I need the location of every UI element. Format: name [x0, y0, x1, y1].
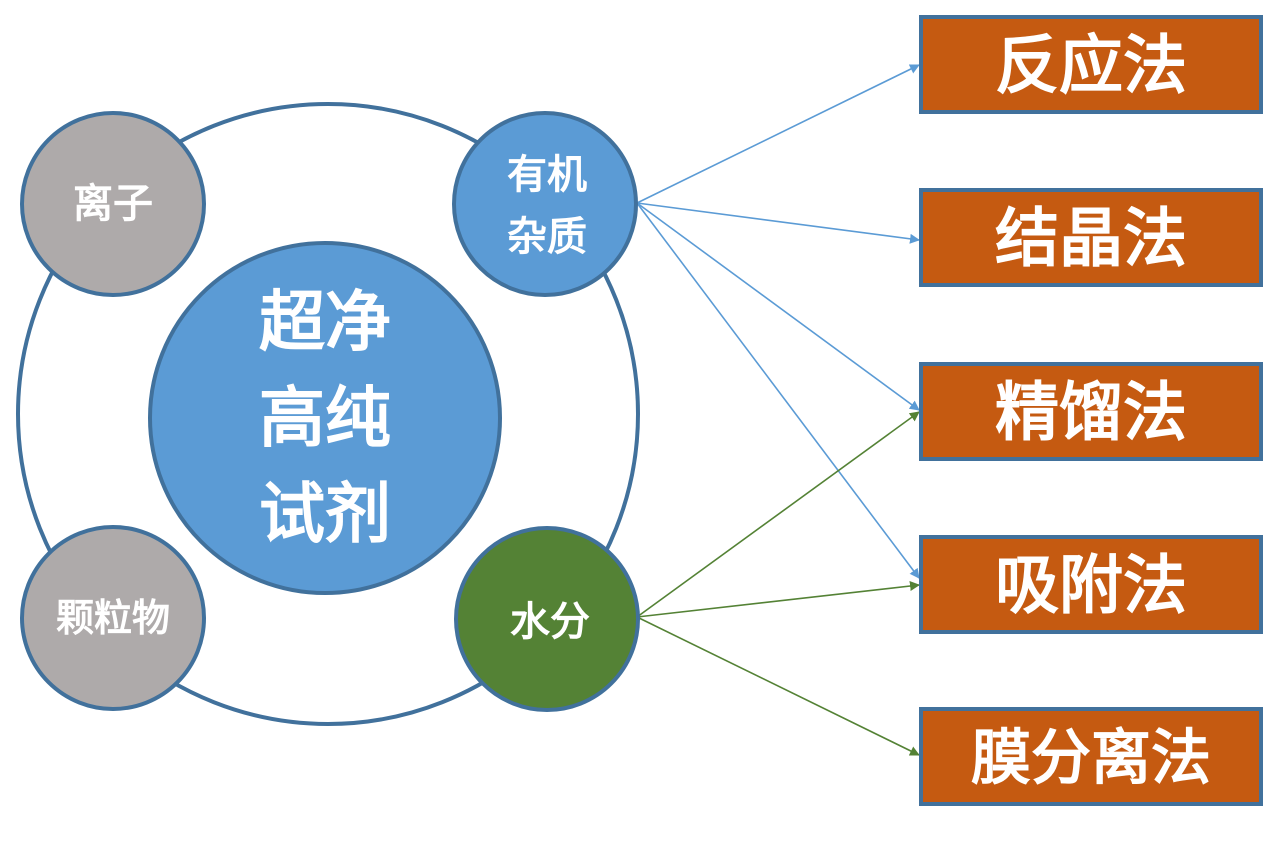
center-line-3: 试剂	[259, 476, 391, 553]
method-box-bg	[919, 535, 1263, 634]
method-box-bg	[919, 188, 1263, 287]
ions-node: 离子	[20, 111, 206, 297]
method-box: 反应法	[919, 15, 1263, 114]
method-box: 膜分离法	[919, 707, 1263, 806]
method-box-bg	[919, 707, 1263, 806]
method-box: 精馏法	[919, 362, 1263, 461]
center-line-2: 高纯	[259, 380, 391, 457]
water-label: 水分	[510, 599, 590, 645]
center-line-1: 超净	[259, 284, 391, 361]
arrow-water-to-method	[636, 581, 920, 618]
method-box: 吸附法	[919, 535, 1263, 634]
water-node: 水分	[454, 526, 640, 712]
arrow-organic-to-method	[636, 202, 920, 244]
method-label: 膜分离法	[971, 724, 1211, 794]
particles-label: 颗粒物	[56, 596, 170, 640]
method-label: 精馏法	[995, 377, 1187, 451]
method-box-bg	[919, 15, 1263, 114]
organic-line-1: 有机	[507, 152, 587, 198]
arrow-water-to-method	[636, 616, 920, 756]
method-box-bg	[919, 362, 1263, 461]
method-label: 吸附法	[995, 550, 1187, 624]
arrow-water-to-method	[636, 411, 920, 618]
ions-label: 离子	[73, 181, 153, 227]
arrow-organic-to-method	[636, 202, 920, 579]
arrows	[636, 64, 920, 756]
particles-node: 颗粒物	[20, 525, 206, 711]
method-label: 结晶法	[995, 203, 1187, 277]
method-box: 结晶法	[919, 188, 1263, 287]
organic-node: 有机 杂质	[452, 111, 638, 297]
organic-line-2: 杂质	[507, 214, 587, 260]
arrow-organic-to-method	[636, 64, 920, 204]
center-node: 超净 高纯 试剂	[148, 241, 502, 595]
method-label: 反应法	[995, 30, 1187, 104]
arrow-organic-to-method	[636, 202, 920, 411]
